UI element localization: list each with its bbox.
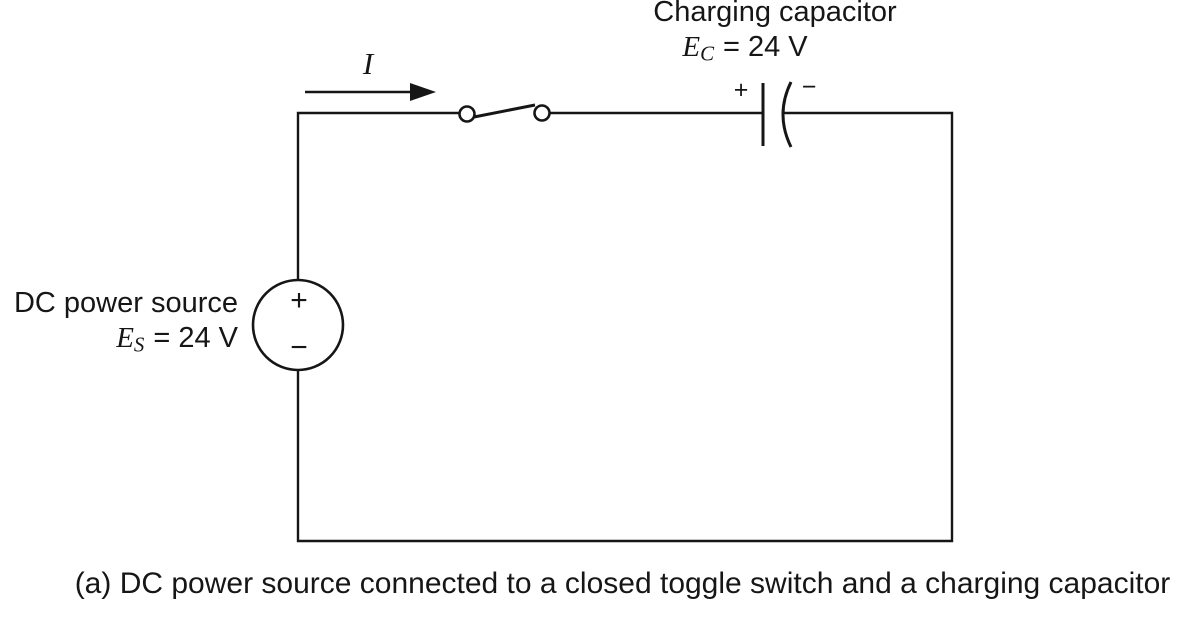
switch-contact-left xyxy=(458,105,476,123)
capacitor-voltage-label: EC = 24 V xyxy=(682,31,807,64)
wire-loop xyxy=(296,111,954,543)
figure-caption: (a) DC power source connected to a close… xyxy=(74,567,1171,600)
source-voltage-label: ES = 24 V xyxy=(0,322,238,355)
capacitor-title: Charging capacitor xyxy=(653,0,897,28)
current-label: I xyxy=(362,46,374,81)
source-voltage-subscript: S xyxy=(133,332,145,357)
dc-source-circle xyxy=(251,278,345,372)
source-minus-sign: − xyxy=(290,331,308,364)
capacitor-voltage-equation: = 24 V xyxy=(723,31,808,63)
capacitor-plate-negative xyxy=(781,81,793,148)
current-arrow-icon xyxy=(305,83,436,101)
switch-contact-right xyxy=(533,104,551,122)
capacitor-voltage-symbol: E xyxy=(682,31,701,63)
switch-blade xyxy=(473,103,536,119)
capacitor-minus-sign: − xyxy=(801,73,817,101)
source-voltage-symbol: E xyxy=(116,322,134,354)
source-voltage-equation: = 24 V xyxy=(153,322,238,354)
source-plus-sign: + xyxy=(290,284,308,317)
capacitor-plus-sign: + xyxy=(733,76,749,104)
source-title: DC power source xyxy=(13,287,238,319)
capacitor-voltage-subscript: C xyxy=(700,41,714,66)
